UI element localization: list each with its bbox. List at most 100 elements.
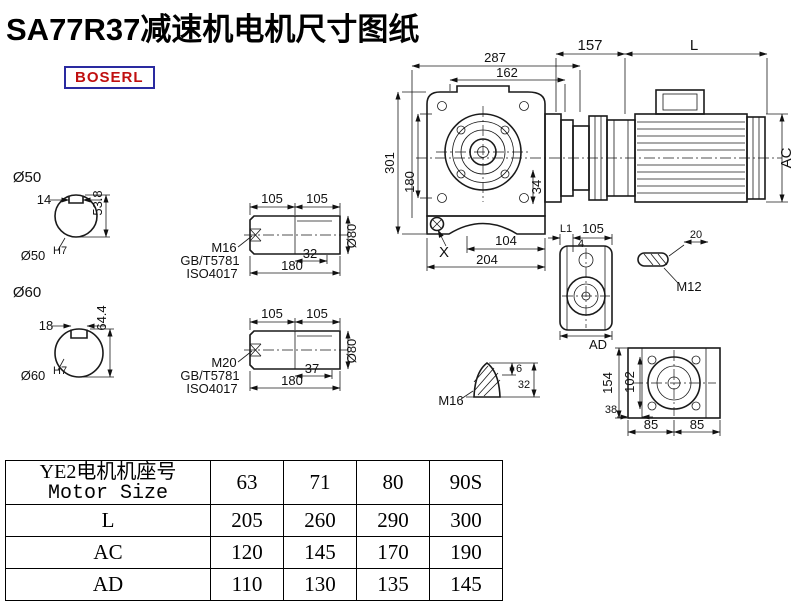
x-marker: X [437,229,449,261]
cell-L-80: 290 [356,504,430,537]
dim-20-label: 20 [690,229,702,241]
cell-L-63: 205 [210,504,284,537]
dim-104: 104 [466,233,546,253]
size-col-71: 71 [283,460,357,505]
motor-side-view [416,89,782,203]
dim-AC-label: AC [778,147,795,168]
dim-85a-label: 85 [644,417,658,432]
size-col-90s: 90S [429,460,503,505]
bore-50-tolerance: H7 [53,245,67,257]
detail2-dim-dia80: Ø80 [344,339,359,364]
detail1-dim-105b: 105 [306,191,328,206]
dim-L: L [624,37,768,114]
detail2-std2-label: ISO4017 [186,381,237,396]
motor-size-table: YE2电机机座号 Motor Size 63 71 80 90S L 205 2… [5,460,503,601]
size-col-80: 80 [356,460,430,505]
dim-64-4-label: 64.4 [94,305,109,330]
dim-32-label: 32 [518,379,530,391]
flange-bottom-view: 154 102 38 85 85 [600,347,721,436]
dim-L1-label: L1 [560,223,572,235]
input-shaft-end [429,216,445,232]
header-en: Motor Size [47,482,169,505]
detail2-dim-105a: 105 [261,306,283,321]
dim-157-label: 157 [577,37,602,54]
key-m12-detail: 20 M12 [637,229,709,294]
shaft-60-label: Ø60 [13,284,41,301]
dim-180-label: 180 [402,171,417,193]
detail1-dim-dia80: Ø80 [344,224,359,249]
row-label-AC: AC [5,536,211,569]
dim-6-label: 6 [516,363,522,375]
size-col-63: 63 [210,460,284,505]
detail1-dim-180: 180 [281,258,303,273]
dim-204: 204 [426,238,546,271]
detail2-thread-label: M20 [211,355,236,370]
cell-AD-90s: 145 [429,568,503,601]
cell-AC-63: 120 [210,536,284,569]
table-header-row: YE2电机机座号 Motor Size 63 71 80 90S [5,460,503,505]
dim-287: 287 [411,50,581,218]
shaft-detail-m16: 105 105 32 180 Ø80 M16 GB/T5781 ISO4017 [180,191,359,281]
cell-AD-71: 130 [283,568,357,601]
dim-180-vert: 180 [402,113,432,199]
dim-AD-label: AD [589,337,607,352]
dim-104-label: 104 [495,233,517,248]
shaft-detail-m20: 105 105 37 180 Ø80 M20 GB/T5781 ISO4017 [180,306,359,396]
technical-drawing: 157 L 287 162 301 180 [13,37,795,436]
dim-287-label: 287 [484,50,506,65]
cell-L-71: 260 [283,504,357,537]
dim-102-label: 102 [622,371,637,393]
cell-AC-80: 170 [356,536,430,569]
detail1-std2-label: ISO4017 [186,266,237,281]
row-label-AD: AD [5,568,211,601]
x-marker-label: X [439,244,449,261]
dim-L-label: L [690,37,698,54]
page-title: SA77R37减速机电机尺寸图纸 [6,12,420,47]
detail1-thread-label: M16 [211,240,236,255]
cell-AD-63: 110 [210,568,284,601]
dim-AC: AC [766,113,795,203]
cell-L-90s: 300 [429,504,503,537]
dim-34-label: 34 [529,180,544,194]
detail2-std1-label: GB/T5781 [180,368,239,383]
row-label-L: L [5,504,211,537]
shaft-50-label: Ø50 [13,169,41,186]
bore-60-tolerance: H7 [53,365,67,377]
shaft-bore-50-section: 14 53.8 Ø50 Ø50 H7 [13,169,110,263]
detail2-dim-105b: 105 [306,306,328,321]
table-row-AD: AD 110 130 135 145 [5,568,503,601]
cell-AC-90s: 190 [429,536,503,569]
cell-AD-80: 135 [356,568,430,601]
detail1-dim-105a: 105 [261,191,283,206]
dim-85b-label: 85 [690,417,704,432]
header-cn: YE2电机机座号 [39,461,177,483]
dim-53-8-label: 53.8 [90,190,105,215]
dim-157: 157 [555,37,626,114]
gearbox-side-view: L1 105 4 AD [548,221,613,352]
dim-162: 162 [449,65,566,112]
thread-m16-label: M16 [438,393,463,408]
bore-50-label: Ø50 [21,248,46,263]
dim-162-label: 162 [496,65,518,80]
side-dim-4: 4 [578,238,584,250]
dim-204-label: 204 [476,252,498,267]
detail2-dim-180: 180 [281,373,303,388]
side-dim-105: 105 [582,221,604,236]
dim-301: 301 [382,91,426,235]
dim-154-label: 154 [600,372,615,394]
dim-38-label: 38 [605,404,617,416]
gearbox-front-view [426,85,546,235]
detail1-dim-32: 32 [303,246,317,261]
motor-cooling-fins [637,121,745,194]
center-hole-detail: 6 32 M16 [438,361,540,408]
dim-18-label: 18 [39,318,53,333]
table-row-AC: AC 120 145 170 190 [5,536,503,569]
detail1-std1-label: GB/T5781 [180,253,239,268]
cell-AC-71: 145 [283,536,357,569]
shaft-bore-60-section: 18 64.4 Ø60 Ø60 H7 [13,284,114,383]
dim-301-label: 301 [382,152,397,174]
table-row-L: L 205 260 290 300 [5,504,503,537]
bore-60-label: Ø60 [21,368,46,383]
terminal-box [655,89,705,115]
